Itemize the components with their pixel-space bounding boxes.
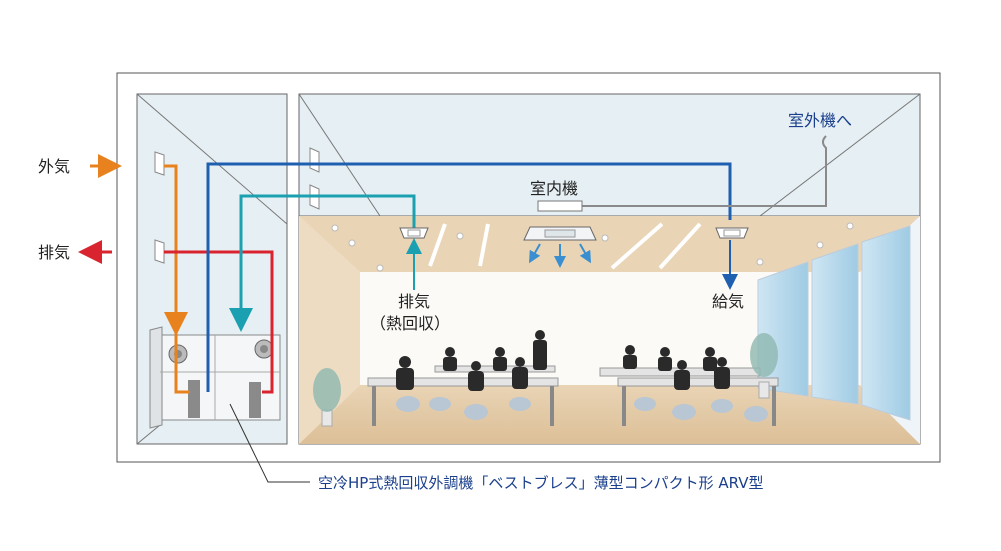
- exhaust-duct: [164, 250, 274, 394]
- indoor-unit-icon: [523, 200, 597, 268]
- intake-louver-icon: [154, 151, 165, 176]
- exhaust-label: 排気: [38, 243, 70, 262]
- exhaust-heat-recovery-label: 排気: [398, 292, 430, 311]
- office-workers: [367, 330, 779, 426]
- outside-air-duct: [164, 164, 190, 394]
- heat-recovery-note: （熱回収）: [370, 314, 450, 333]
- return-duct: [239, 194, 416, 322]
- heat-recovery-unit: [149, 326, 281, 429]
- plant-right: [750, 333, 778, 399]
- exhaust-grille-icon: [399, 227, 429, 239]
- to-outdoor-unit-label: 室外機へ: [788, 111, 852, 130]
- exhaust-louver-icon: [154, 239, 165, 264]
- refrigerant-line: [582, 135, 827, 207]
- supply-duct: [206, 162, 732, 392]
- supply-diffuser-icon: [715, 227, 749, 239]
- caption-leader-line: [229, 403, 310, 483]
- indoor-unit-label: 室内機: [530, 179, 578, 198]
- building-outline: [116, 72, 941, 463]
- supply-air-label: 給気: [712, 292, 744, 311]
- product-caption: 空冷HP式熱回収外調機「ベストブレス」薄型コンパクト形 ARV型: [318, 474, 764, 492]
- outside-air-label: 外気: [38, 157, 70, 176]
- plant-left: [313, 368, 341, 427]
